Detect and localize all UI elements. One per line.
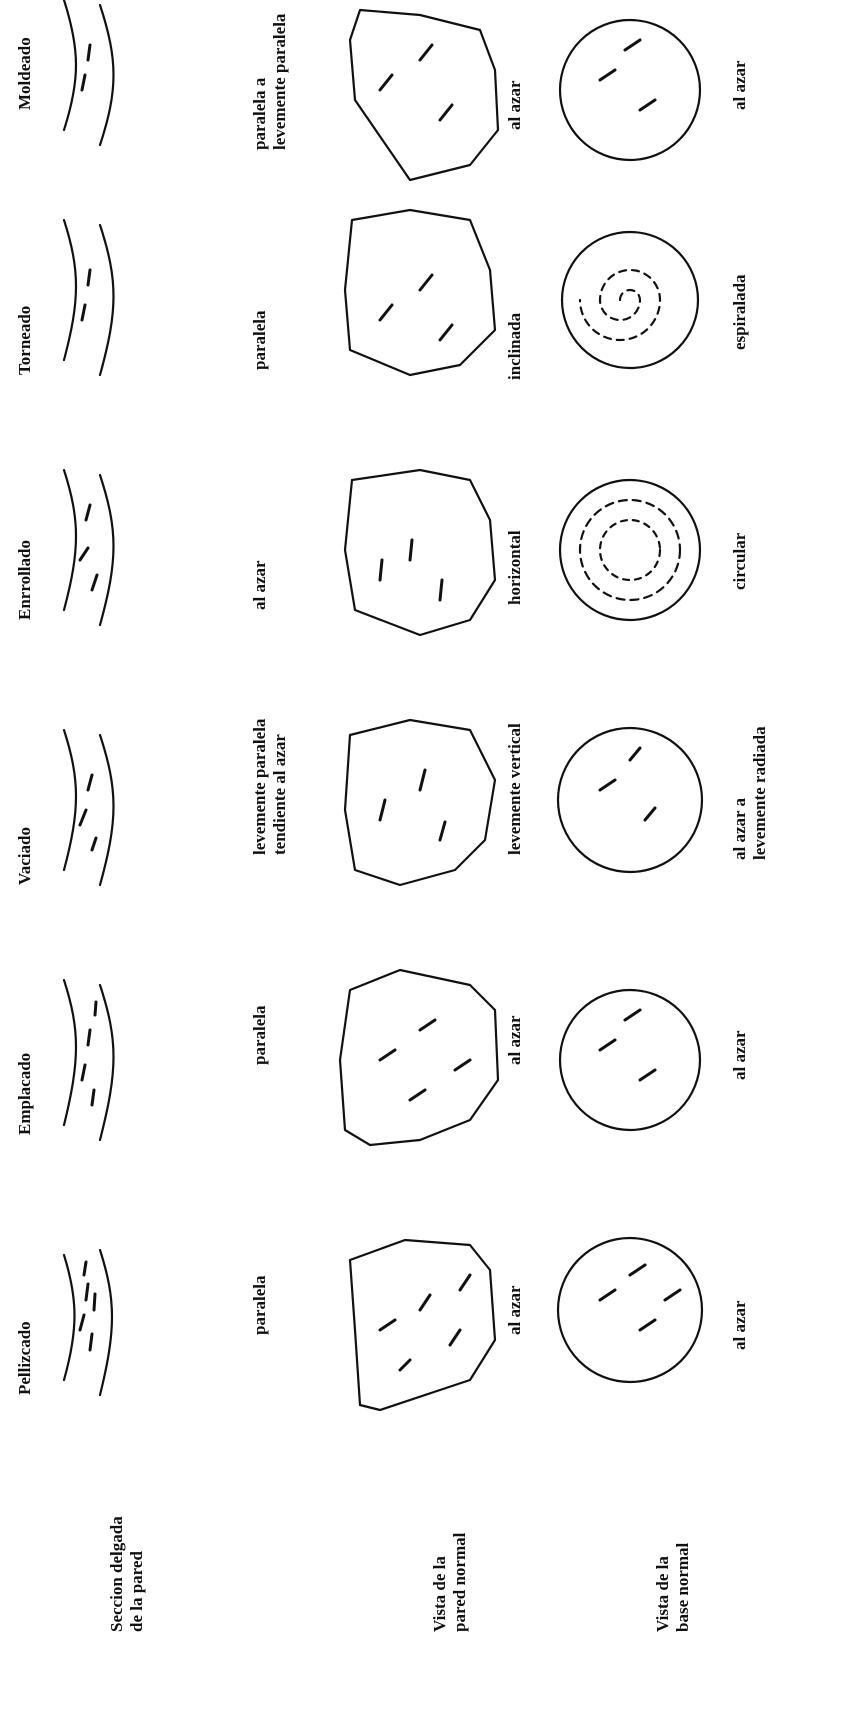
section-caption: al azar	[250, 560, 269, 610]
method-title: Moldeado	[15, 37, 34, 110]
wall-section-sketch	[64, 980, 114, 1140]
base-view-sketch	[560, 20, 700, 160]
method-title: Enrrollado	[15, 540, 34, 620]
column-enrrollado: Enrrollado al azar horizontal circular	[15, 470, 749, 635]
column-pellizcado: Pellizcado paralela al azar al a	[15, 1238, 749, 1410]
wall-caption: al azar	[505, 1285, 524, 1335]
wall-section-sketch	[64, 0, 114, 145]
column-moldeado: Moldeado paralela a levemente paralela a…	[15, 0, 749, 180]
section-caption: levemente paralela tendiente al azar	[250, 714, 289, 855]
wall-caption: horizontal	[505, 530, 524, 605]
section-caption: paralela a levemente paralela	[250, 13, 289, 150]
wall-view-sketch	[340, 970, 498, 1145]
wall-section-sketch	[64, 220, 114, 375]
section-caption: paralela	[250, 310, 269, 370]
wall-caption: levemente vertical	[505, 723, 524, 855]
base-caption: circular	[730, 532, 749, 590]
row-label-base: Vista de la base normal	[653, 1542, 692, 1632]
column-torneado: Torneado paralela inclinada espiralada	[15, 210, 749, 380]
section-caption: paralela	[250, 1275, 269, 1335]
wall-view-sketch	[350, 10, 498, 180]
wall-caption: al azar	[505, 1015, 524, 1065]
base-caption: al azar	[730, 60, 749, 110]
method-title: Torneado	[15, 306, 34, 375]
section-caption: paralela	[250, 1005, 269, 1065]
wall-view-sketch	[345, 210, 495, 375]
row-label-section: Seccion delgada de la pared	[107, 1512, 146, 1632]
wall-view-sketch	[345, 470, 495, 635]
wall-section-sketch	[64, 730, 114, 885]
base-view-sketch	[562, 232, 698, 368]
wall-view-sketch	[345, 720, 495, 885]
base-caption: espiralada	[730, 274, 749, 350]
method-title: Pellizcado	[15, 1321, 34, 1395]
base-view-sketch	[558, 1238, 702, 1382]
column-vaciado: Vaciado levemente paralela tendiente al …	[15, 714, 769, 885]
base-view-sketch	[558, 728, 702, 872]
base-view-sketch	[560, 990, 700, 1130]
row-label-wall: Vista de la pared normal	[430, 1532, 469, 1632]
column-emplacado: Emplacado paralela al azar al azar	[15, 970, 749, 1145]
base-view-sketch	[560, 480, 700, 620]
base-caption: al azar a levemente radiada	[730, 726, 769, 860]
method-title: Emplacado	[15, 1053, 34, 1135]
base-caption: al azar	[730, 1300, 749, 1350]
wall-caption: inclinada	[505, 312, 524, 380]
base-caption: al azar	[730, 1030, 749, 1080]
wall-section-sketch	[64, 470, 114, 625]
wall-section-sketch	[64, 1250, 112, 1395]
method-title: Vaciado	[15, 827, 34, 885]
wall-caption: al azar	[505, 80, 524, 130]
wall-view-sketch	[350, 1240, 495, 1410]
